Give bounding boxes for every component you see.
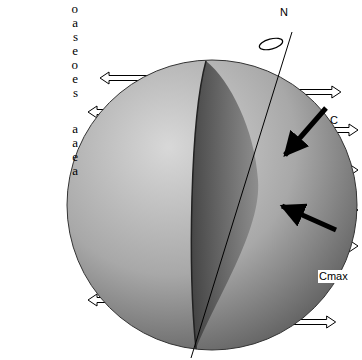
cropped-text: o: [72, 2, 79, 16]
compression-arrow: [285, 108, 326, 155]
cropped-text: e: [72, 72, 78, 86]
sphere: [67, 60, 357, 350]
cropped-text: e: [72, 44, 78, 58]
rift-edge: [191, 61, 206, 349]
compression-arrow: [282, 206, 336, 230]
point-label: C: [330, 114, 338, 127]
cropped-text: o: [72, 58, 79, 72]
rotation-ring: [258, 36, 284, 52]
axis-label: N: [280, 6, 288, 19]
cropped-text: e: [72, 150, 78, 164]
cropped-text: s: [73, 30, 78, 44]
cropped-text: a: [72, 136, 78, 150]
point-label: Cmax: [318, 270, 349, 283]
rotation-axis: [191, 32, 292, 358]
rift-wedge: [191, 61, 258, 349]
cropped-text: a: [72, 16, 78, 30]
cropped-text: a: [72, 122, 78, 136]
cropped-text: a: [72, 164, 78, 178]
cropped-text: s: [73, 86, 78, 100]
